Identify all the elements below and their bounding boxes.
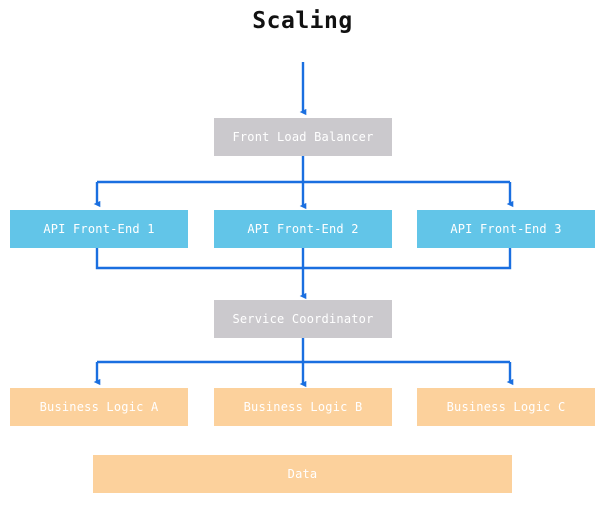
node-business-logic-c[interactable]: Business Logic C (417, 388, 595, 426)
node-front-load-balancer[interactable]: Front Load Balancer (214, 118, 392, 156)
edge-api1-fanin (95, 248, 303, 270)
page-title: Scaling (252, 8, 353, 34)
node-label: Business Logic C (446, 400, 566, 414)
node-label: Business Logic A (39, 400, 159, 414)
node-api-front-end-1[interactable]: API Front-End 1 (10, 210, 188, 248)
node-data[interactable]: Data (93, 455, 512, 493)
node-business-logic-b[interactable]: Business Logic B (214, 388, 392, 426)
node-label: Business Logic B (243, 400, 363, 414)
edge-api3-fanin (303, 248, 512, 270)
node-label: Front Load Balancer (232, 130, 374, 144)
node-api-front-end-2[interactable]: API Front-End 2 (214, 210, 392, 248)
node-label: API Front-End 1 (43, 222, 155, 236)
node-business-logic-a[interactable]: Business Logic A (10, 388, 188, 426)
node-label: API Front-End 3 (450, 222, 562, 236)
node-label: Data (287, 467, 318, 481)
node-service-coordinator[interactable]: Service Coordinator (214, 300, 392, 338)
node-label: Service Coordinator (232, 312, 374, 326)
node-api-front-end-3[interactable]: API Front-End 3 (417, 210, 595, 248)
node-label: API Front-End 2 (247, 222, 359, 236)
